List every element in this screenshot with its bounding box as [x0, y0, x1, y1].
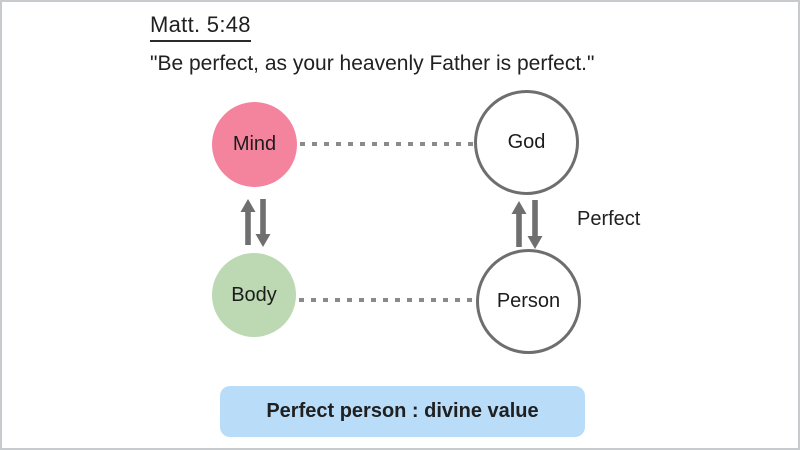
- node-god: God: [474, 90, 579, 195]
- conclusion-box: Perfect person : divine value: [220, 386, 585, 437]
- node-mind: Mind: [212, 102, 297, 187]
- node-body-label: Body: [231, 283, 277, 306]
- down-arrow-icon: [255, 199, 271, 247]
- up-arrow-icon: [240, 199, 256, 245]
- mind-body-arrows: [240, 199, 271, 247]
- node-person-label: Person: [496, 290, 561, 312]
- down-arrow-icon: [527, 200, 543, 249]
- node-god-label: God: [507, 131, 546, 153]
- relation-label: Perfect: [577, 208, 641, 230]
- node-mind-label: Mind: [232, 133, 277, 155]
- node-body: Body: [212, 253, 296, 337]
- scripture-reference: Matt. 5:48: [150, 12, 251, 42]
- up-arrow-icon: [511, 201, 527, 247]
- god-person-arrows: [511, 200, 543, 249]
- scripture-quote: "Be perfect, as your heavenly Father is …: [150, 52, 595, 75]
- conclusion-label: Perfect person : divine value: [266, 400, 539, 422]
- node-person: Person: [476, 249, 581, 354]
